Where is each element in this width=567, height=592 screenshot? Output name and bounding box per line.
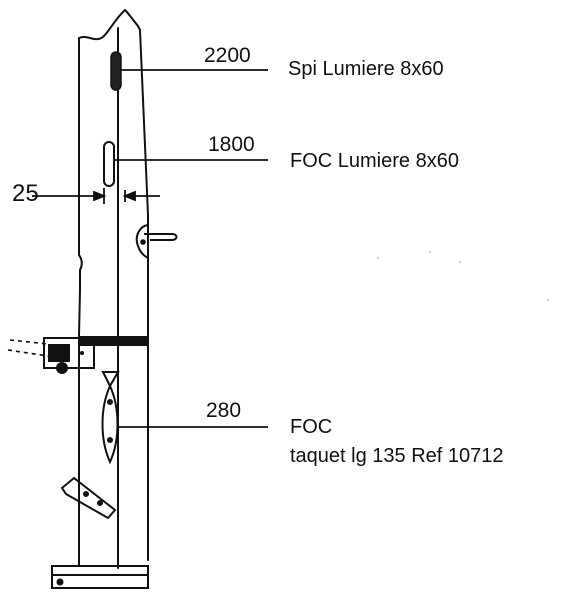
spi-slot (110, 51, 122, 91)
dimension-2200-label: 2200 (204, 44, 251, 67)
mast-top-break (78, 9, 126, 41)
boom-dashed (7, 339, 49, 357)
foc-taquet-description: taquet lg 135 Ref 10712 (290, 445, 504, 467)
gooseneck-fitting (43, 337, 95, 374)
scan-specks (377, 251, 549, 301)
mast-foot (51, 565, 149, 589)
foc-slot-description: FOC Lumiere 8x60 (290, 150, 459, 172)
mast-right-edge (124, 9, 149, 561)
dimension-280-label: 280 (206, 399, 242, 422)
dimension-25 (32, 188, 160, 204)
foc-taquet (101, 371, 120, 465)
foc-slot (103, 141, 115, 187)
horn-cleat (135, 224, 178, 259)
foc-taquet-title: FOC (290, 416, 333, 438)
dimension-25-label: 25 (12, 180, 39, 207)
dimension-1800-label: 1800 (208, 133, 255, 156)
mast-left-edge (78, 37, 83, 566)
boom-bracket-bar (79, 336, 148, 346)
spi-slot-description: Spi Lumiere 8x60 (288, 58, 444, 80)
lower-bracket (60, 476, 117, 520)
